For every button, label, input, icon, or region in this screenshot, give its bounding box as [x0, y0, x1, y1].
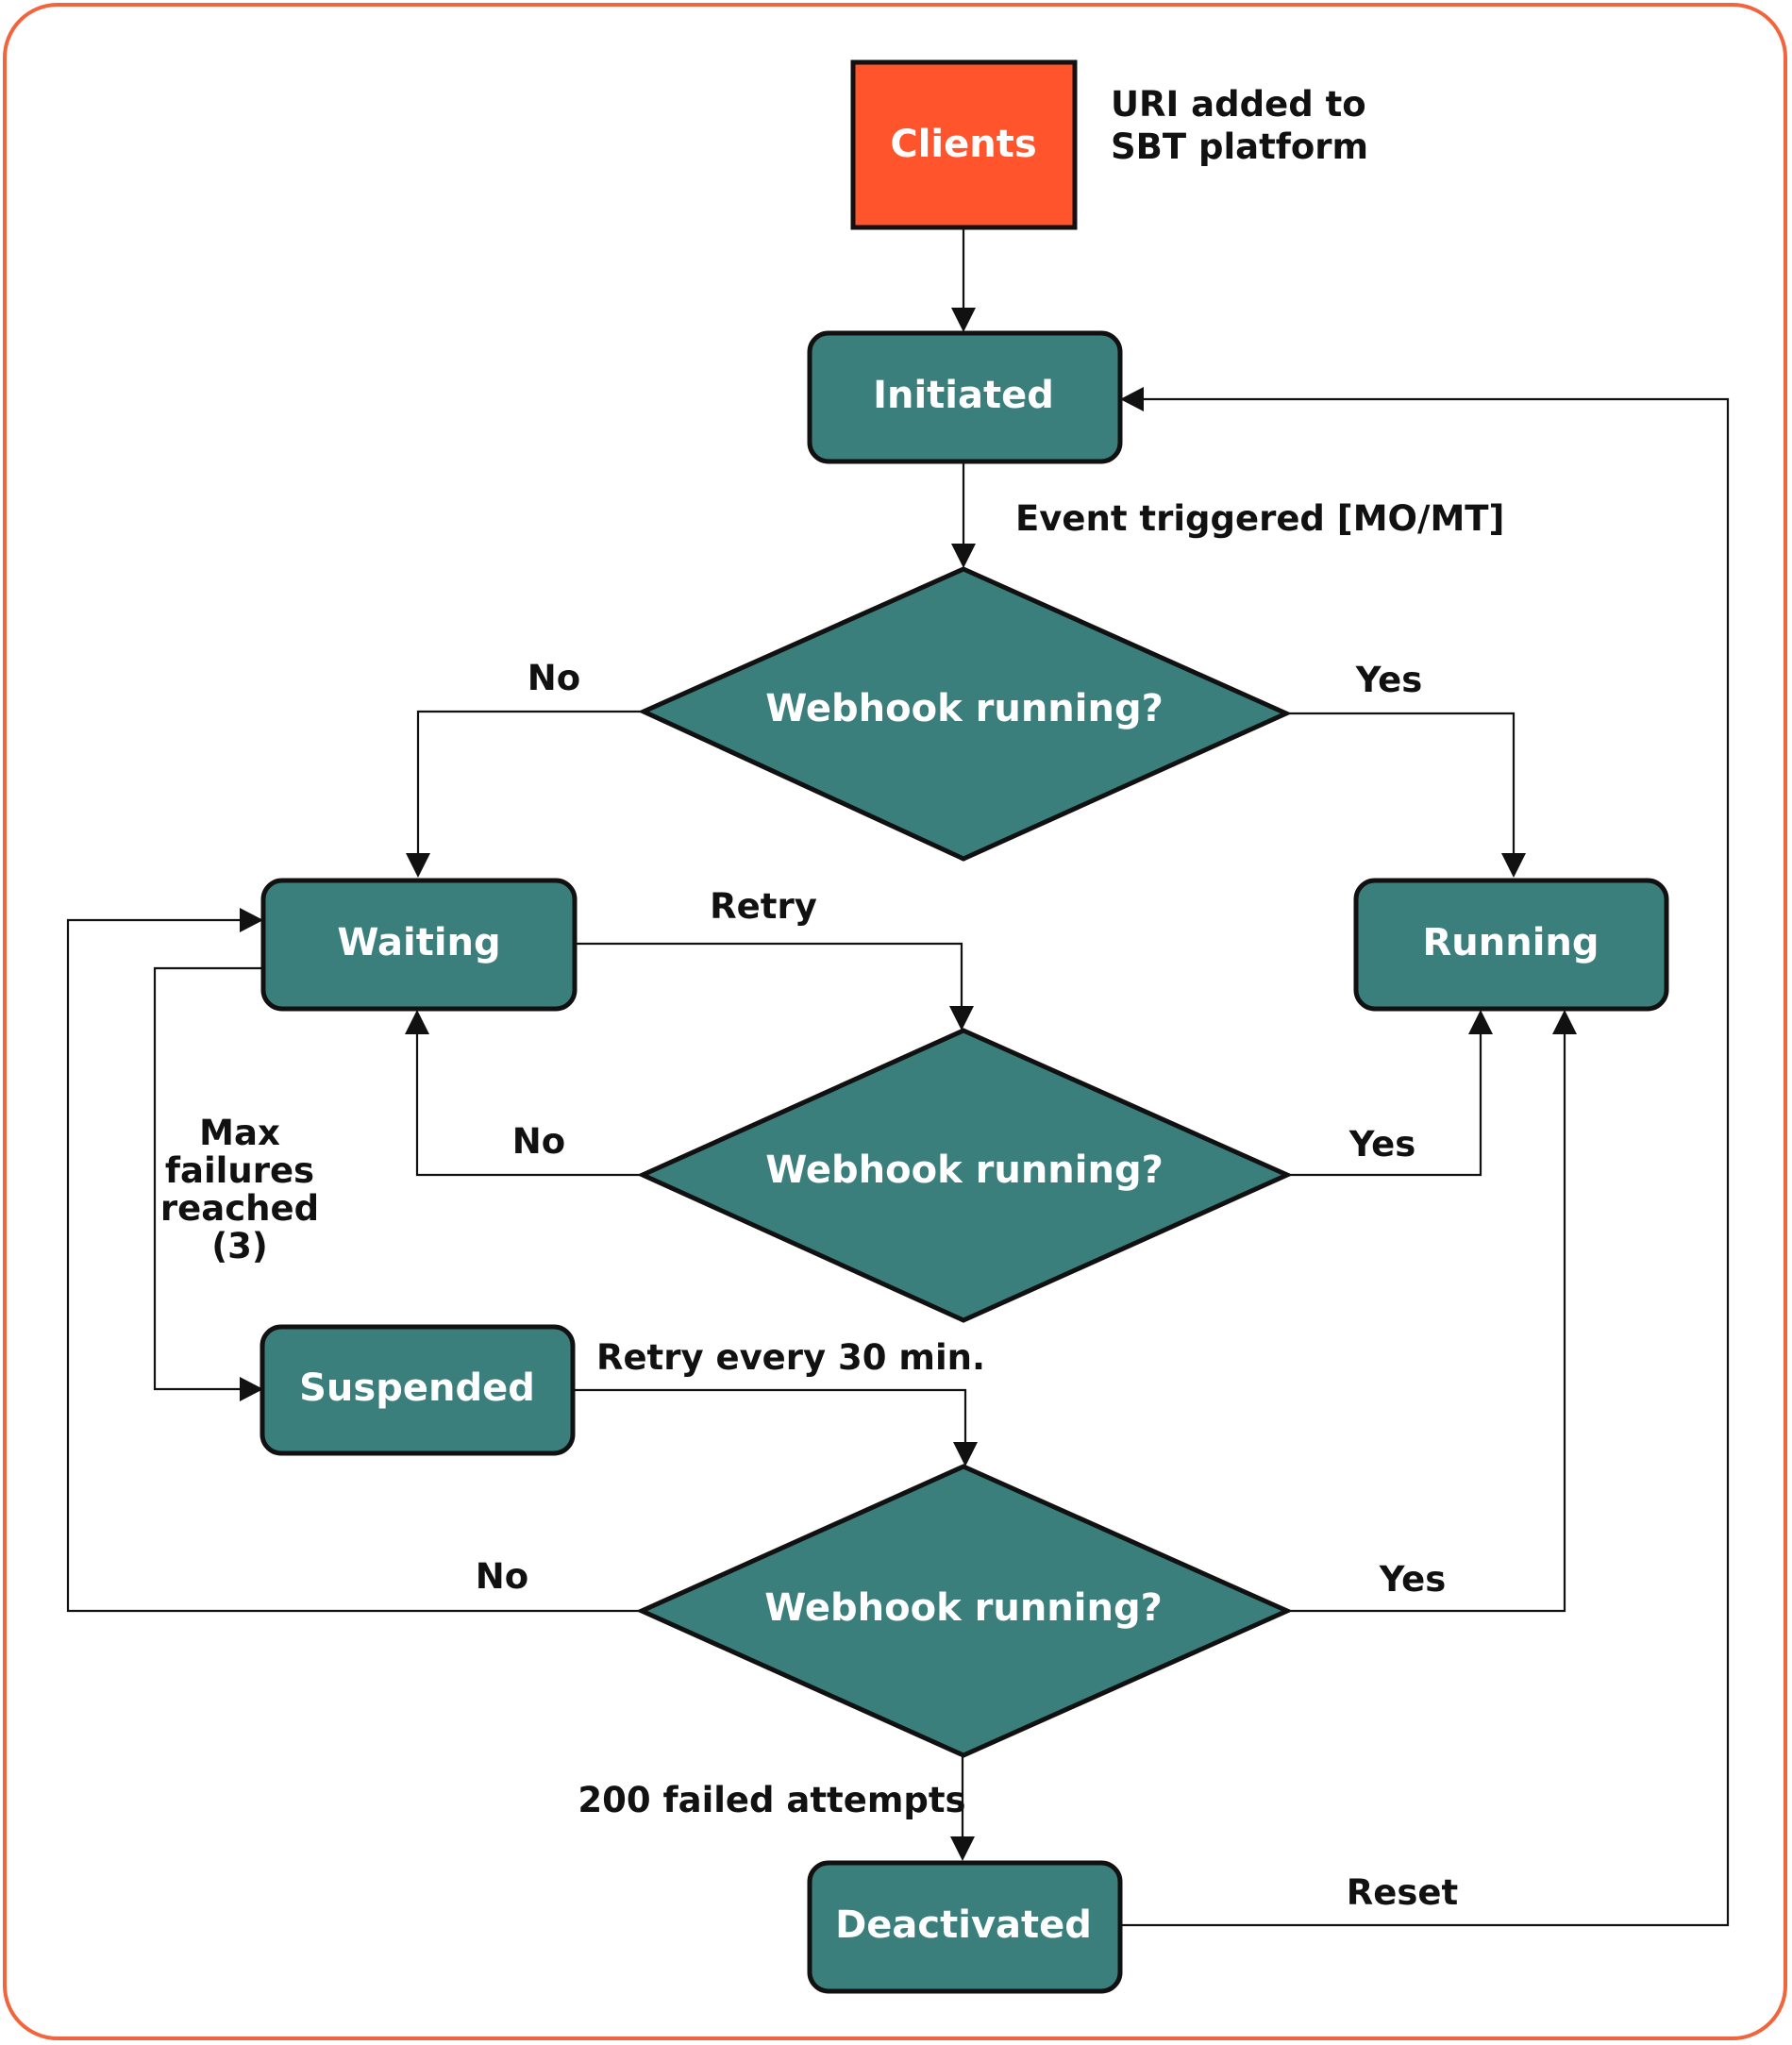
arrowhead-icon — [951, 544, 976, 568]
arrowhead-icon — [950, 1836, 975, 1861]
node-decision-1-label: Webhook running? — [765, 687, 1164, 730]
edge-decision1-yes-running — [1286, 712, 1516, 857]
max-failures-label-line4: (3) — [211, 1226, 268, 1266]
node-deactivated[interactable]: Deactivated — [807, 1860, 1123, 1994]
decision-2-no-label: No — [512, 1121, 565, 1162]
node-decision-2-label: Webhook running? — [765, 1148, 1164, 1192]
edge-decision3-no-waiting — [66, 918, 642, 1613]
node-suspended-label: Suspended — [299, 1366, 535, 1410]
retry-label: Retry — [710, 886, 817, 927]
node-decision-3-label: Webhook running? — [764, 1586, 1163, 1630]
edge-decision1-no-waiting — [416, 710, 644, 857]
arrowhead-icon — [953, 1442, 978, 1467]
node-running[interactable]: Running — [1353, 878, 1669, 1012]
node-suspended[interactable]: Suspended — [260, 1324, 576, 1456]
arrowhead-icon — [240, 908, 263, 932]
edge-decision2-no-waiting — [415, 1031, 643, 1177]
max-failures-label-line1: Max — [199, 1113, 280, 1153]
arrowhead-icon — [1552, 1010, 1577, 1034]
decision-3-yes-label: Yes — [1379, 1559, 1447, 1600]
arrowhead-icon — [406, 853, 430, 878]
reset-label: Reset — [1347, 1872, 1458, 1913]
node-initiated-label: Initiated — [873, 374, 1054, 417]
decision-3-no-label: No — [476, 1556, 528, 1597]
arrowhead-icon — [405, 1010, 429, 1034]
node-initiated[interactable]: Initiated — [807, 330, 1123, 464]
decision-1-yes-label: Yes — [1355, 660, 1423, 700]
arrowhead-icon — [240, 1377, 263, 1401]
uri-added-label-line1: URI added to — [1111, 84, 1366, 125]
failed-attempts-label: 200 failed attempts — [578, 1780, 965, 1820]
max-failures-label-line2: failures — [165, 1150, 314, 1191]
uri-added-label-line2: SBT platform — [1111, 126, 1368, 167]
node-running-label: Running — [1422, 921, 1599, 964]
decision-1-no-label: No — [528, 658, 580, 698]
node-decision-1[interactable]: Webhook running? — [637, 566, 1293, 862]
edge-labels: URI added to SBT platform Event triggere… — [160, 84, 1505, 1913]
node-waiting-label: Waiting — [337, 921, 500, 964]
node-deactivated-label: Deactivated — [835, 1903, 1092, 1947]
node-clients-label: Clients — [890, 123, 1036, 166]
edge-waiting-retry-decision2 — [575, 942, 963, 1010]
arrowhead-icon — [951, 308, 976, 332]
edges — [66, 228, 1730, 1927]
retry-every-30-label: Retry every 30 min. — [596, 1337, 985, 1378]
arrowhead-icon — [949, 1006, 974, 1031]
arrowhead-icon — [1501, 853, 1526, 878]
edge-waiting-suspended — [153, 966, 261, 1391]
node-decision-3[interactable]: Webhook running? — [635, 1464, 1294, 1758]
node-waiting[interactable]: Waiting — [260, 878, 578, 1012]
edge-decision2-yes-running — [1287, 1031, 1482, 1177]
event-triggered-label: Event triggered [MO/MT] — [1015, 498, 1504, 539]
node-clients[interactable]: Clients — [850, 59, 1078, 230]
max-failures-label-line3: reached — [160, 1188, 319, 1229]
node-decision-2[interactable]: Webhook running? — [636, 1028, 1294, 1323]
edge-deactivated-reset-initiated — [1120, 397, 1730, 1927]
edge-decision3-yes-running — [1287, 1031, 1566, 1613]
decision-2-yes-label: Yes — [1348, 1124, 1416, 1165]
arrowhead-icon — [1468, 1010, 1493, 1034]
edge-suspended-retry-decision3 — [573, 1388, 967, 1446]
arrowhead-icon — [1120, 387, 1144, 411]
